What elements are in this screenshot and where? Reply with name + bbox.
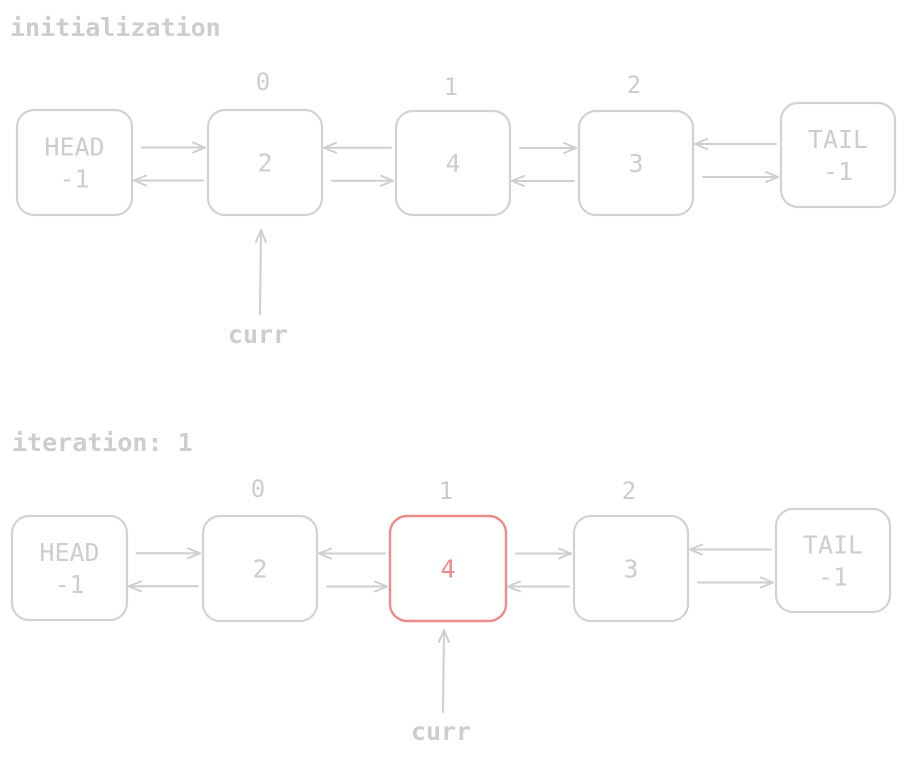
- curr-arrow: [254, 229, 267, 315]
- curr-arrow: [437, 629, 450, 713]
- tail-label: TAIL: [808, 125, 868, 154]
- tail-label: TAIL: [803, 531, 863, 560]
- list-node-1: 14: [394, 73, 512, 217]
- tail-node: TAIL -1: [779, 101, 897, 209]
- node-value: 3: [628, 149, 643, 178]
- node-box: [577, 109, 695, 217]
- tail-value: -1: [818, 563, 848, 592]
- node-value: 4: [440, 555, 455, 584]
- node-value: 2: [257, 149, 272, 178]
- node-index: 0: [256, 68, 270, 96]
- node-box: [394, 109, 512, 217]
- node-box: [206, 108, 324, 217]
- node-box: [572, 514, 690, 623]
- head-node: HEAD -1: [15, 108, 134, 217]
- stage-title: iteration: 1: [12, 428, 193, 457]
- node-box: [201, 514, 319, 623]
- head-label: HEAD: [44, 133, 104, 162]
- tail-value: -1: [823, 157, 853, 186]
- node-value: 2: [252, 555, 267, 584]
- node-index: 2: [622, 477, 636, 505]
- stage-title: initialization: [10, 13, 221, 42]
- node-box: [388, 514, 508, 623]
- list-node-1: 14: [388, 477, 508, 623]
- head-box: [15, 108, 134, 217]
- tail-box: [779, 101, 897, 209]
- node-index: 0: [251, 475, 265, 503]
- list-node-2: 23: [572, 477, 690, 623]
- list-node-0: 02: [201, 475, 319, 623]
- head-value: -1: [59, 165, 89, 194]
- curr-pointer: curr: [228, 229, 288, 349]
- node-value: 4: [445, 149, 460, 178]
- node-index: 2: [627, 71, 641, 99]
- node-value: 3: [623, 555, 638, 584]
- list-node-0: 02: [206, 68, 324, 217]
- curr-pointer: curr: [411, 629, 471, 746]
- head-value: -1: [54, 570, 84, 599]
- node-index: 1: [444, 73, 458, 101]
- curr-label: curr: [228, 320, 288, 349]
- head-node: HEAD -1: [10, 514, 129, 622]
- tail-node: TAIL -1: [774, 507, 892, 614]
- head-label: HEAD: [39, 538, 99, 567]
- tail-box: [774, 507, 892, 614]
- list-node-2: 23: [577, 71, 695, 217]
- head-box: [10, 514, 129, 622]
- curr-label: curr: [411, 717, 471, 746]
- node-index: 1: [439, 477, 453, 505]
